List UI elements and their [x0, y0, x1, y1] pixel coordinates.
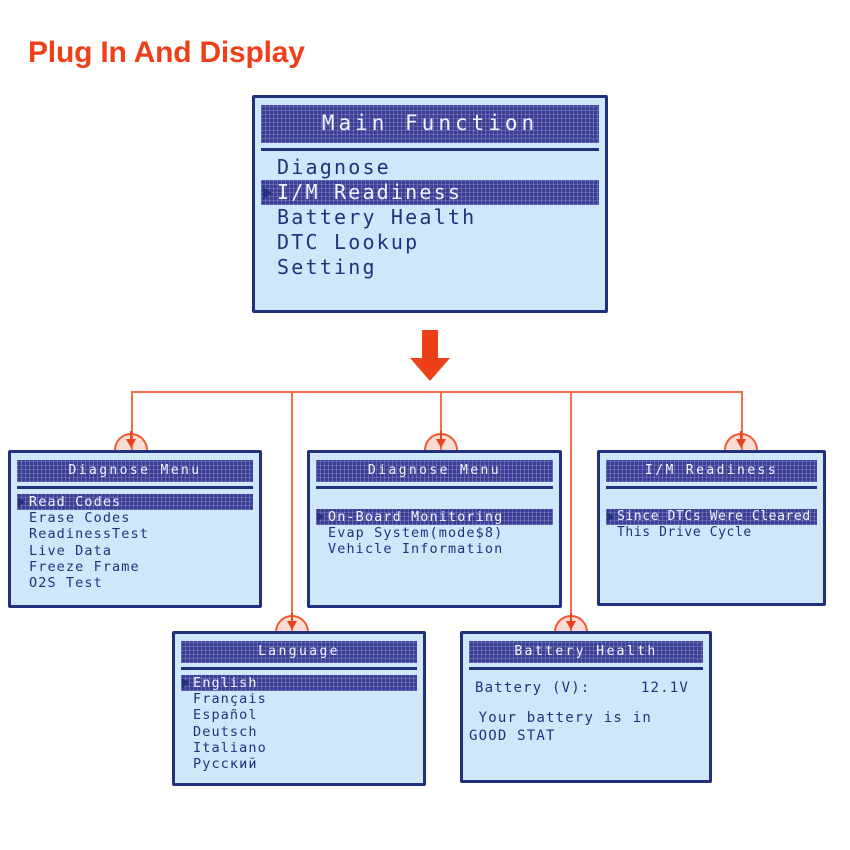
- lcd-divider: [606, 486, 817, 489]
- lcd-divider: [316, 486, 553, 489]
- menu-item-selected[interactable]: Since DTCs Were Cleared: [606, 509, 817, 525]
- lcd-screen-diagnose-menu-1[interactable]: Diagnose Menu Read Codes Erase Codes Rea…: [8, 450, 262, 608]
- menu-item-label: DTC Lookup: [277, 230, 420, 254]
- menu-item-label: This Drive Cycle: [617, 524, 752, 540]
- menu-item[interactable]: Español: [181, 707, 417, 723]
- menu-item[interactable]: Deutsch: [181, 724, 417, 740]
- lcd-title-battery-health: Battery Health: [469, 641, 703, 663]
- lcd-divider: [181, 667, 417, 670]
- connector-branch-diagnose2: [440, 391, 442, 452]
- menu-item[interactable]: ReadinessTest: [17, 526, 253, 542]
- menu-item[interactable]: Diagnose: [261, 155, 599, 180]
- menu-item[interactable]: Italiano: [181, 740, 417, 756]
- menu-item-label: Français: [193, 691, 267, 708]
- lcd-title-main-function: Main Function: [261, 105, 599, 143]
- menu-item[interactable]: Français: [181, 691, 417, 707]
- connector-branch-battery: [570, 391, 572, 633]
- battery-status-message: Your battery is in GOOD STAT: [469, 710, 652, 744]
- connector-branch-language: [291, 391, 293, 633]
- menu-item-label: Freeze Frame: [29, 558, 140, 575]
- connector-branch-diagnose1: [131, 391, 133, 452]
- menu-item-label: Diagnose: [277, 155, 391, 179]
- menu-item[interactable]: Battery Health: [261, 205, 599, 230]
- battery-voltage-label: Battery (V):: [475, 680, 591, 696]
- menu-item-label: Read Codes: [29, 494, 122, 510]
- battery-voltage-value: 12.1V: [640, 680, 689, 696]
- menu-item-selected[interactable]: On-Board Monitoring: [316, 509, 553, 525]
- menu-item[interactable]: Setting: [261, 255, 599, 280]
- lcd-screen-im-readiness[interactable]: I/M Readiness Since DTCs Were Cleared Th…: [597, 450, 826, 606]
- menu-item[interactable]: Freeze Frame: [17, 559, 253, 575]
- menu-list-diagnose-1: Read Codes Erase Codes ReadinessTest Liv…: [17, 494, 253, 591]
- selection-caret-icon: [18, 497, 25, 508]
- menu-item-label: Evap System(mode$8): [328, 525, 504, 542]
- menu-item[interactable]: Evap System(mode$8): [316, 525, 553, 541]
- menu-item-label: On-Board Monitoring: [328, 509, 504, 525]
- menu-item-label: ReadinessTest: [29, 526, 149, 543]
- menu-item-label: I/M Readiness: [277, 180, 463, 204]
- menu-list-main-function: Diagnose I/M Readiness Battery Health DT…: [261, 155, 599, 280]
- menu-item-selected[interactable]: English: [181, 675, 417, 691]
- lcd-title-language: Language: [181, 641, 417, 663]
- menu-item-label: Setting: [277, 255, 377, 279]
- menu-item[interactable]: DTC Lookup: [261, 230, 599, 255]
- selection-caret-icon: [607, 511, 614, 522]
- selection-caret-icon: [182, 678, 189, 689]
- menu-item[interactable]: Live Data: [17, 543, 253, 559]
- menu-item[interactable]: This Drive Cycle: [606, 525, 817, 541]
- menu-item[interactable]: Русский: [181, 756, 417, 772]
- menu-item-selected[interactable]: I/M Readiness: [261, 180, 599, 205]
- menu-item[interactable]: O2S Test: [17, 575, 253, 591]
- menu-item-selected[interactable]: Read Codes: [17, 494, 253, 510]
- connector-branch-im-readiness: [741, 391, 743, 452]
- menu-item-label: Русский: [193, 755, 258, 772]
- lcd-screen-main-function[interactable]: Main Function Diagnose I/M Readiness Bat…: [252, 95, 608, 313]
- menu-list-language: English Français Español Deutsch Italian…: [181, 675, 417, 772]
- selection-caret-icon: [317, 512, 324, 523]
- lcd-title-diagnose-menu: Diagnose Menu: [316, 460, 553, 482]
- lcd-screen-diagnose-menu-2[interactable]: Diagnose Menu On-Board Monitoring Evap S…: [307, 450, 562, 608]
- battery-voltage-row: Battery (V): 12.1V: [469, 680, 703, 696]
- menu-item-label: Live Data: [29, 542, 113, 559]
- menu-item-label: O2S Test: [29, 574, 103, 591]
- menu-list-im-readiness: Since DTCs Were Cleared This Drive Cycle: [606, 509, 817, 540]
- menu-item-label: Vehicle Information: [328, 541, 504, 558]
- lcd-screen-language[interactable]: Language English Français Español Deutsc…: [172, 631, 426, 786]
- lcd-divider: [17, 486, 253, 489]
- menu-item-label: Deutsch: [193, 723, 258, 740]
- menu-item-label: Español: [193, 707, 258, 724]
- selection-caret-icon: [263, 186, 272, 199]
- lcd-title-im-readiness: I/M Readiness: [606, 460, 817, 482]
- menu-item-label: Erase Codes: [29, 510, 131, 527]
- lcd-screen-battery-health[interactable]: Battery Health Battery (V): 12.1V Your b…: [460, 631, 712, 783]
- lcd-divider: [469, 667, 703, 670]
- flow-arrow-down-icon: [410, 330, 450, 381]
- lcd-title-diagnose-menu: Diagnose Menu: [17, 460, 253, 482]
- lcd-divider: [261, 148, 599, 151]
- menu-item[interactable]: Vehicle Information: [316, 541, 553, 557]
- menu-item-label: Italiano: [193, 739, 267, 756]
- connector-trunk: [131, 391, 743, 393]
- menu-item-label: Battery Health: [277, 205, 477, 229]
- page-title: Plug In And Display: [28, 36, 305, 69]
- menu-item-label: Since DTCs Were Cleared: [617, 509, 811, 524]
- menu-item[interactable]: Erase Codes: [17, 510, 253, 526]
- menu-item-label: English: [193, 675, 258, 691]
- menu-list-diagnose-2: On-Board Monitoring Evap System(mode$8) …: [316, 509, 553, 558]
